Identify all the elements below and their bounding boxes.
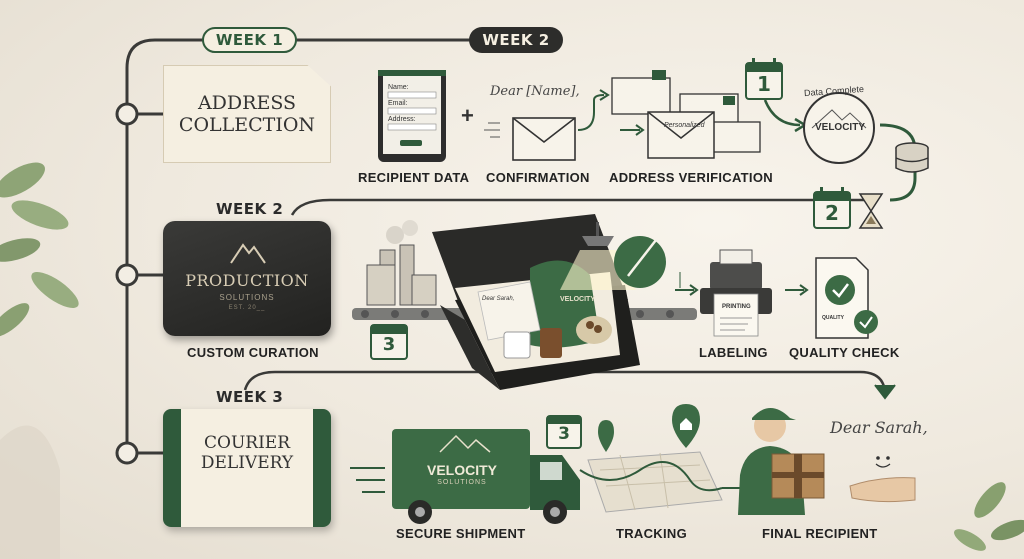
gift-box-icon bbox=[432, 214, 640, 390]
tablet-icon bbox=[378, 70, 446, 162]
caption-labeling: LABELING bbox=[699, 345, 768, 360]
envelope-icon bbox=[484, 117, 576, 161]
caption-secure-shipment: SECURE SHIPMENT bbox=[396, 526, 526, 541]
calendar-icon bbox=[745, 58, 783, 100]
calendar-icon bbox=[546, 415, 582, 449]
caption-confirmation: CONFIRMATION bbox=[486, 170, 590, 185]
production-subtitle: SOLUTIONS bbox=[219, 293, 275, 302]
calendar-2-number: 2 bbox=[825, 201, 839, 225]
calendar-icon bbox=[370, 324, 408, 360]
dear-name-text: Dear [Name], bbox=[490, 84, 580, 99]
calendar-3a-number: 3 bbox=[382, 334, 396, 355]
velocity-seal-icon bbox=[803, 92, 875, 164]
velocity-seal-text: VELOCITY bbox=[814, 122, 865, 133]
plant-decoration bbox=[0, 162, 79, 559]
timeline-node bbox=[115, 441, 139, 465]
plant-decoration-right bbox=[954, 482, 1024, 551]
caption-final-recipient: FINAL RECIPIENT bbox=[762, 526, 878, 541]
truck-brand-subtext: SOLUTIONS bbox=[437, 479, 487, 486]
caption-address-verification: ADDRESS VERIFICATION bbox=[609, 170, 773, 185]
factory-icon bbox=[366, 220, 437, 306]
production-est: EST. 20__ bbox=[228, 305, 266, 311]
truck-brand-text: VELOCITY bbox=[426, 462, 497, 478]
personalized-text: Personalized bbox=[664, 122, 705, 129]
calendar-1-number: 1 bbox=[757, 72, 771, 96]
caption-quality-check: QUALITY CHECK bbox=[789, 345, 900, 360]
courier-person-icon bbox=[738, 408, 825, 515]
week1-pill: WEEK 1 bbox=[202, 27, 297, 53]
address-collection-card: ADDRESS COLLECTION bbox=[163, 65, 331, 163]
timeline-node bbox=[115, 263, 139, 287]
caption-tracking: TRACKING bbox=[616, 526, 688, 541]
caption-custom-curation: CUSTOM CURATION bbox=[187, 345, 319, 360]
courier-delivery-card: COURIER DELIVERY bbox=[163, 409, 331, 527]
box-card-text: Dear Sarah, bbox=[482, 296, 515, 302]
dear-sarah-text: Dear Sarah, bbox=[830, 418, 928, 437]
quality-check-icon bbox=[815, 257, 878, 339]
week3-label: WEEK 3 bbox=[216, 388, 284, 406]
printer-icon bbox=[700, 249, 772, 337]
timeline-node bbox=[115, 102, 139, 126]
database-icon bbox=[895, 142, 929, 173]
form-email-label: Email: bbox=[388, 100, 408, 107]
envelope-stack-icon bbox=[611, 70, 761, 159]
week2-label: WEEK 2 bbox=[216, 200, 284, 218]
mountain-logo-icon bbox=[230, 243, 266, 264]
quality-text: QUALITY bbox=[822, 315, 844, 321]
calendar-3b-number: 3 bbox=[558, 424, 570, 444]
production-card: PRODUCTION SOLUTIONS EST. 20__ bbox=[163, 221, 331, 336]
week2-pill: WEEK 2 bbox=[469, 27, 563, 53]
plus-sign: + bbox=[461, 103, 474, 128]
calendar-icon bbox=[813, 187, 851, 229]
hourglass-icon bbox=[858, 193, 884, 229]
production-title: PRODUCTION bbox=[185, 271, 309, 290]
courier-title: COURIER DELIVERY bbox=[200, 433, 294, 473]
velocity-box-text: VELOCITY bbox=[560, 296, 596, 303]
form-name-label: Name: bbox=[388, 84, 409, 91]
map-icon bbox=[579, 404, 723, 513]
delivery-truck-icon bbox=[392, 429, 580, 524]
form-address-label: Address: bbox=[388, 116, 416, 123]
recipient-hand-icon bbox=[849, 456, 916, 503]
printing-text: PRINTING bbox=[722, 304, 751, 310]
caption-recipient-data: RECIPIENT DATA bbox=[358, 170, 470, 185]
